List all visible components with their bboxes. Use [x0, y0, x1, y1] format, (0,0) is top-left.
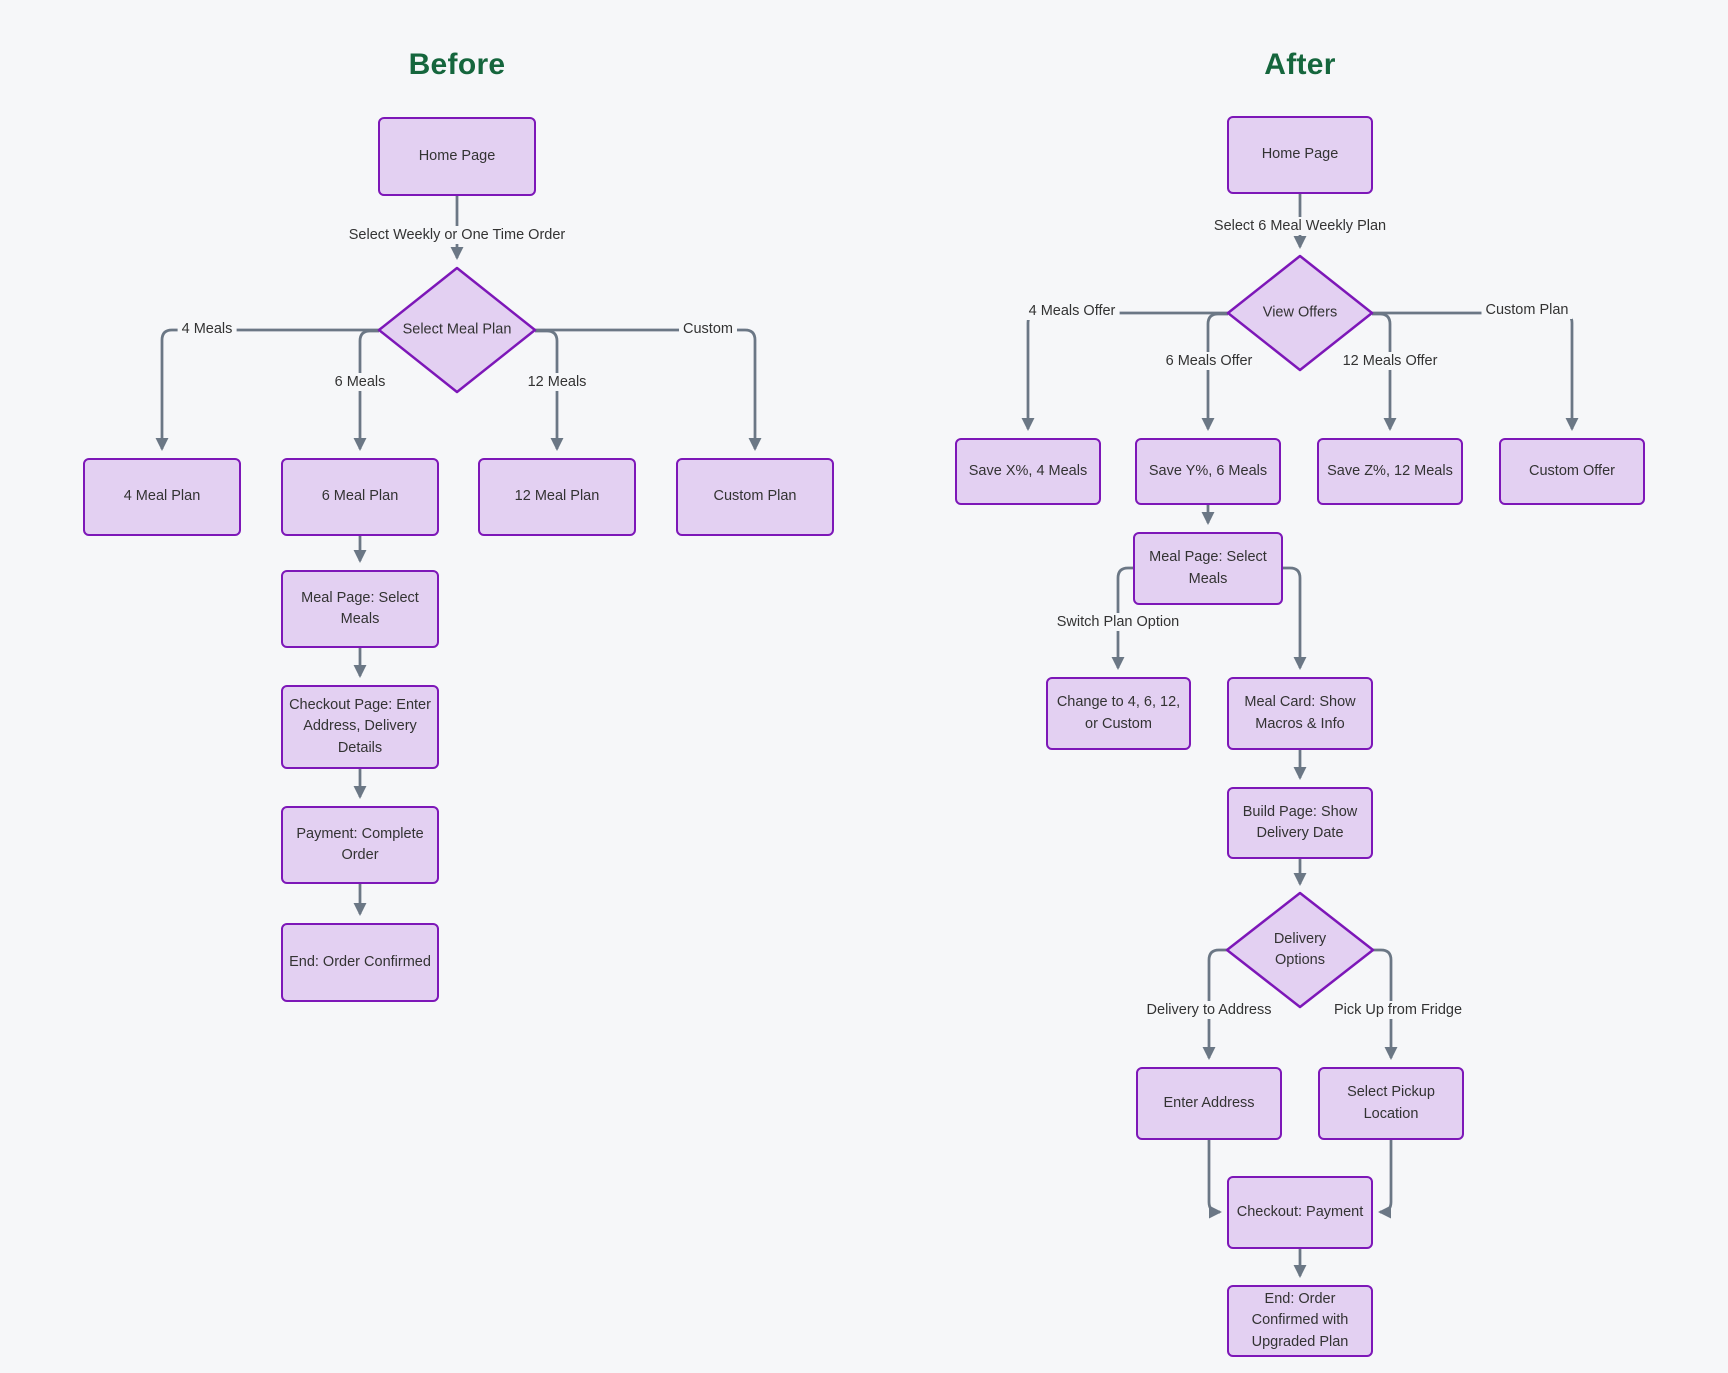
edge-after-pickup: [1373, 948, 1398, 1060]
edge-label-after-select-plan: Select 6 Meal Weekly Plan: [1209, 217, 1391, 235]
node-after-save-6-meals: Save Y%, 6 Meals: [1135, 438, 1281, 505]
node-after-select-pickup-location: Select Pickup Location: [1318, 1067, 1464, 1140]
node-before-home-page: Home Page: [378, 117, 536, 196]
edge-label-after-custom-plan: Custom Plan: [1481, 301, 1573, 319]
edge-label-after-delivery-to-address: Delivery to Address: [1142, 1001, 1276, 1019]
edge-after-12meals-offer: [1372, 312, 1397, 431]
node-after-save-12-meals: Save Z%, 12 Meals: [1317, 438, 1463, 505]
edge-after-delivery-address: [1202, 948, 1227, 1060]
decision-diamond-after-delivery-options: [1225, 891, 1375, 1009]
after-title: After: [1264, 48, 1336, 81]
edge-label-after-switch-plan: Switch Plan Option: [1052, 613, 1184, 631]
node-after-enter-address: Enter Address: [1136, 1067, 1282, 1140]
edge-label-after-4-meals-offer: 4 Meals Offer: [1024, 302, 1120, 320]
before-title: Before: [408, 48, 506, 81]
node-before-meal-page: Meal Page: Select Meals: [281, 570, 439, 648]
edge-label-before-custom: Custom: [679, 320, 737, 338]
edge-label-before-select-order-type: Select Weekly or One Time Order: [344, 226, 570, 244]
node-before-payment: Payment: Complete Order: [281, 806, 439, 884]
edge-after-4meals-offer: [1021, 311, 1228, 431]
edge-label-after-pick-up-from-fridge: Pick Up from Fridge: [1329, 1001, 1467, 1019]
edge-before-4meals: [155, 328, 379, 451]
node-before-6-meal-plan: 6 Meal Plan: [281, 458, 439, 536]
edge-after-6meals-offer: [1201, 312, 1228, 431]
node-after-meal-page: Meal Page: Select Meals: [1133, 532, 1283, 605]
node-after-delivery-options-label: Delivery Options: [1273, 930, 1327, 968]
node-after-build-page: Build Page: Show Delivery Date: [1227, 787, 1373, 859]
edge-label-after-12-meals-offer: 12 Meals Offer: [1338, 352, 1442, 370]
node-after-checkout-payment: Checkout: Payment: [1227, 1176, 1373, 1249]
node-before-end-order-confirmed: End: Order Confirmed: [281, 923, 439, 1002]
edge-before-6meals: [353, 329, 379, 451]
node-after-custom-offer: Custom Offer: [1499, 438, 1645, 505]
node-before-4-meal-plan: 4 Meal Plan: [83, 458, 241, 536]
node-before-custom-plan: Custom Plan: [676, 458, 834, 536]
node-before-12-meal-plan: 12 Meal Plan: [478, 458, 636, 536]
edge-after-switchplan: [1111, 566, 1133, 670]
decision-diamond-after-view-offers: [1226, 254, 1374, 372]
edge-label-before-6-meals: 6 Meals: [330, 373, 390, 391]
edge-before-custom: [535, 328, 762, 451]
node-after-meal-card: Meal Card: Show Macros & Info: [1227, 677, 1373, 750]
edge-after-address-to-checkout: [1207, 1140, 1222, 1219]
node-after-end-order-confirmed: End: Order Confirmed with Upgraded Plan: [1227, 1285, 1373, 1357]
node-after-save-4-meals: Save X%, 4 Meals: [955, 438, 1101, 505]
edge-after-customplan: [1372, 311, 1579, 431]
edge-label-before-12-meals: 12 Meals: [523, 373, 591, 391]
node-before-checkout-page: Checkout Page: Enter Address, Delivery D…: [281, 685, 439, 769]
decision-diamond-before-select-meal-plan: [377, 266, 537, 394]
edge-label-after-6-meals-offer: 6 Meals Offer: [1161, 352, 1257, 370]
edge-after-mealpage-to-mealcard: [1283, 566, 1307, 670]
node-after-view-offers-label: View Offers: [1262, 304, 1338, 321]
node-before-select-meal-plan-label: Select Meal Plan: [402, 321, 512, 338]
edge-after-pickup-to-checkout: [1378, 1140, 1393, 1219]
node-after-home-page: Home Page: [1227, 116, 1373, 194]
edge-label-before-4-meals: 4 Meals: [177, 320, 237, 338]
node-after-change-plan: Change to 4, 6, 12, or Custom: [1046, 677, 1191, 750]
